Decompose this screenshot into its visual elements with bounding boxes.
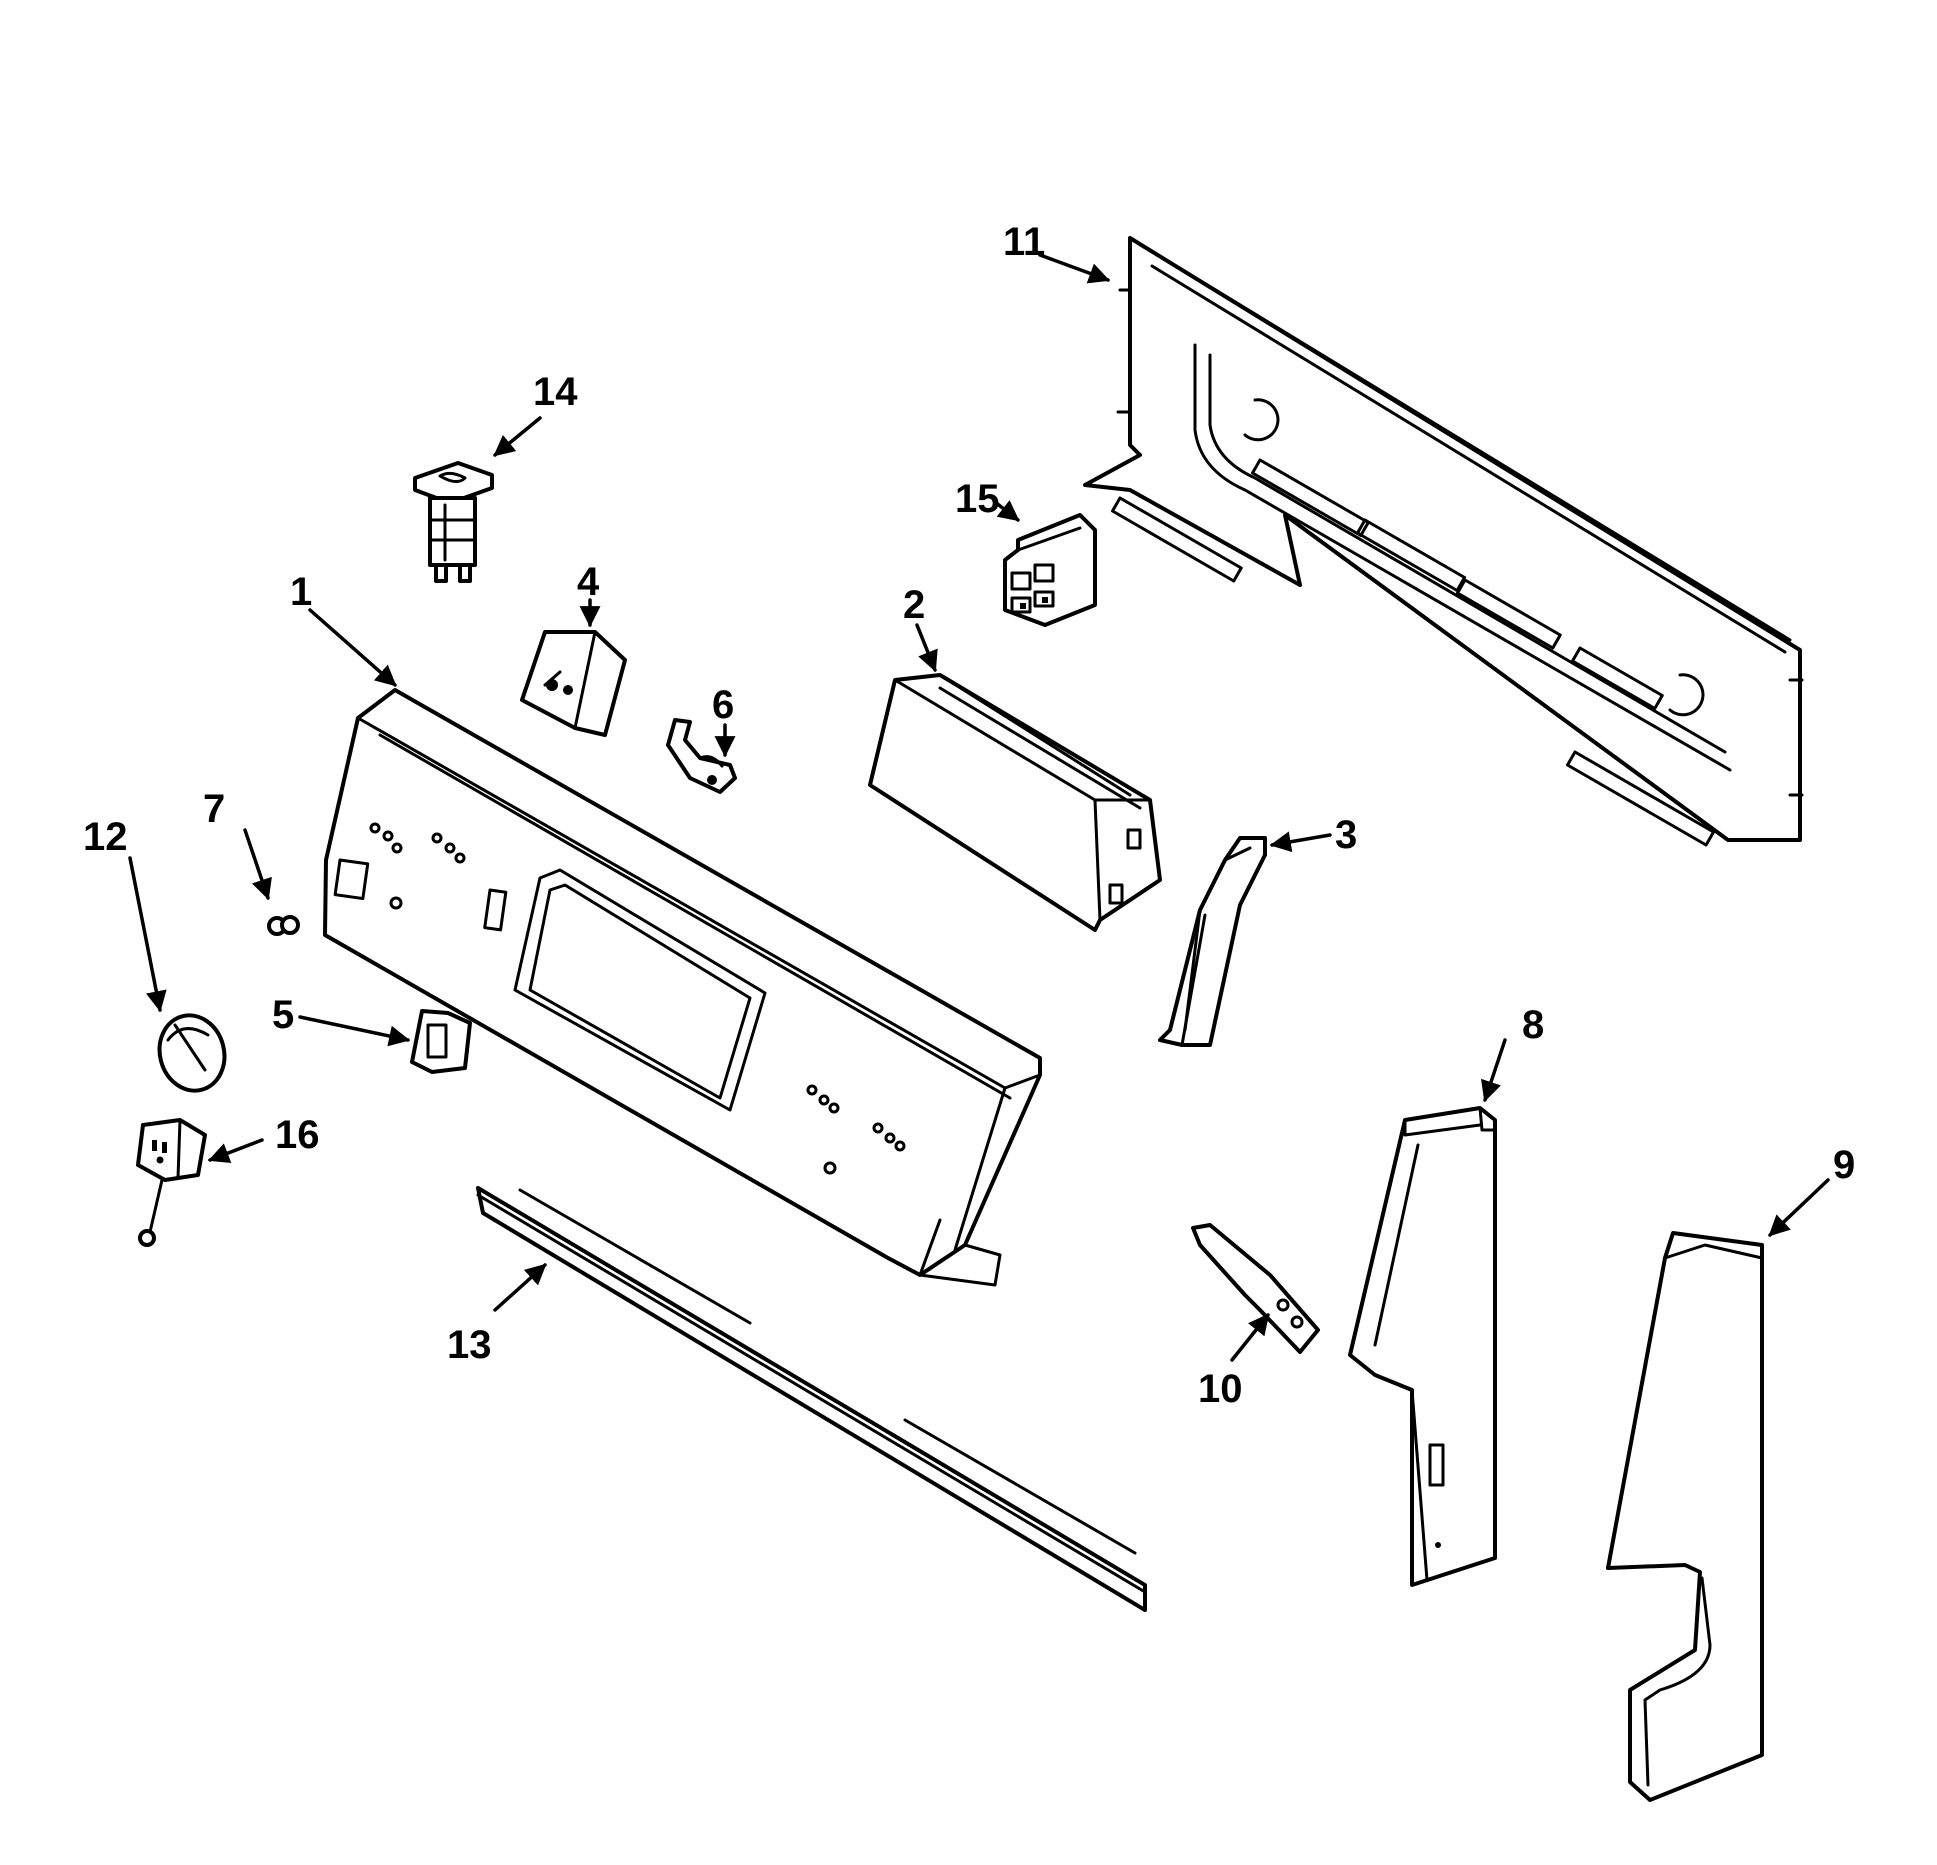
part-receptacle xyxy=(136,1118,207,1247)
part-rocker-switch xyxy=(410,1009,472,1074)
callout-16: 16 xyxy=(275,1113,320,1157)
callout-2: 2 xyxy=(903,583,925,627)
part-control-knob xyxy=(157,1013,227,1093)
callout-15: 15 xyxy=(955,477,1000,521)
part-stem xyxy=(267,915,300,936)
callout-7: 7 xyxy=(203,787,225,831)
part-indicator-lamp xyxy=(413,461,494,583)
callout-8: 8 xyxy=(1522,1003,1544,1047)
part-side-trim-outer xyxy=(1606,1231,1764,1802)
callout-9: 9 xyxy=(1833,1143,1855,1187)
leader-lines xyxy=(128,253,1830,1362)
part-trim-strip xyxy=(476,1186,1147,1612)
callout-11: 11 xyxy=(1003,220,1045,264)
part-control-board xyxy=(868,673,1162,932)
callout-12: 12 xyxy=(83,815,128,859)
callout-labels: 1 2 3 4 5 6 7 8 9 10 11 12 13 14 15 16 xyxy=(83,220,1855,1411)
callout-6: 6 xyxy=(712,683,734,727)
part-terminal-block xyxy=(1003,513,1097,627)
callout-4: 4 xyxy=(577,560,600,604)
part-switch-module xyxy=(520,630,627,737)
callout-3: 3 xyxy=(1335,813,1357,857)
callout-10: 10 xyxy=(1198,1367,1243,1411)
part-spring-clip xyxy=(666,718,737,794)
part-control-panel xyxy=(323,688,1042,1287)
part-bracket xyxy=(1158,836,1267,1047)
part-small-bracket xyxy=(1191,1223,1320,1354)
callout-14: 14 xyxy=(533,370,578,414)
callout-13: 13 xyxy=(447,1323,492,1367)
callout-5: 5 xyxy=(272,993,294,1037)
callout-1: 1 xyxy=(290,570,312,614)
part-back-panel xyxy=(1083,236,1804,847)
part-side-trim-inner xyxy=(1348,1106,1497,1587)
